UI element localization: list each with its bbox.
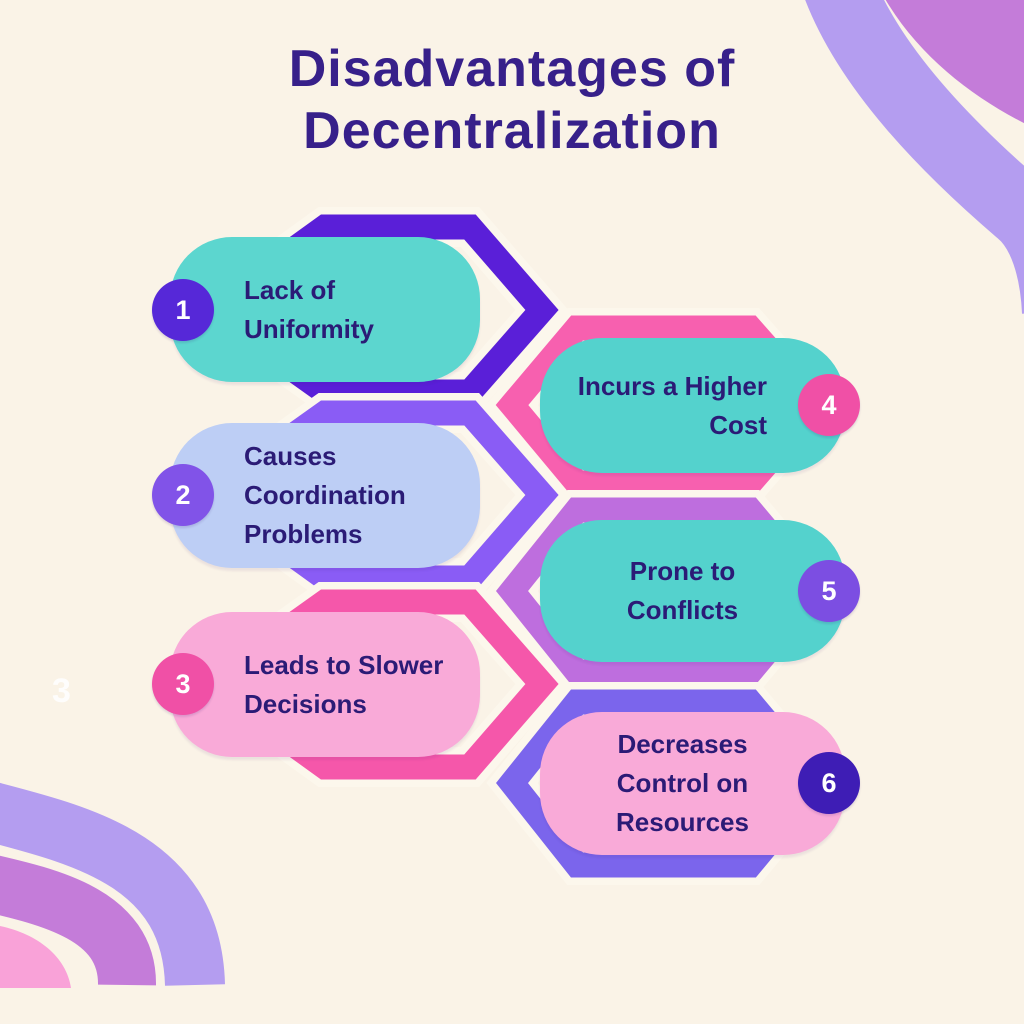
page-title-line2: Decentralization xyxy=(303,102,721,161)
item-number-badge-1: 1 xyxy=(152,279,214,341)
item-text-6: Decreases Control on Resources xyxy=(616,729,749,837)
item-card-6: Decreases Control on Resources xyxy=(540,712,845,855)
item-text-2: Causes Coordination Problems xyxy=(244,441,406,549)
faint-watermark-digit: 3 xyxy=(52,672,71,710)
chevron-1 xyxy=(188,214,559,405)
item-text-5: Prone to Conflicts xyxy=(626,556,739,625)
item-card-3: Leads to Slower Decisions xyxy=(170,612,480,757)
item-card-1: Lack of Uniformity xyxy=(170,237,480,382)
page-title: Disadvantages of Decentralization xyxy=(0,38,1024,163)
page-title-line1: Disadvantages of xyxy=(288,40,736,98)
item-number-badge-6: 6 xyxy=(798,752,860,814)
item-card-2: Causes Coordination Problems xyxy=(170,423,480,568)
chevron-3 xyxy=(188,589,559,780)
item-text-1: Lack of Uniformity xyxy=(244,274,374,344)
item-number-badge-3: 3 xyxy=(152,653,214,715)
item-number-badge-4: 4 xyxy=(798,374,860,436)
item-text-4: Incurs a Higher Cost xyxy=(577,370,767,440)
item-text-3: Leads to Slower Decisions xyxy=(244,649,444,719)
item-number-badge-5: 5 xyxy=(798,560,860,622)
item-card-5: Prone to Conflicts xyxy=(540,520,845,662)
item-number-badge-2: 2 xyxy=(152,464,214,526)
item-card-4: Incurs a Higher Cost xyxy=(540,338,845,473)
chevron-2 xyxy=(188,400,559,591)
